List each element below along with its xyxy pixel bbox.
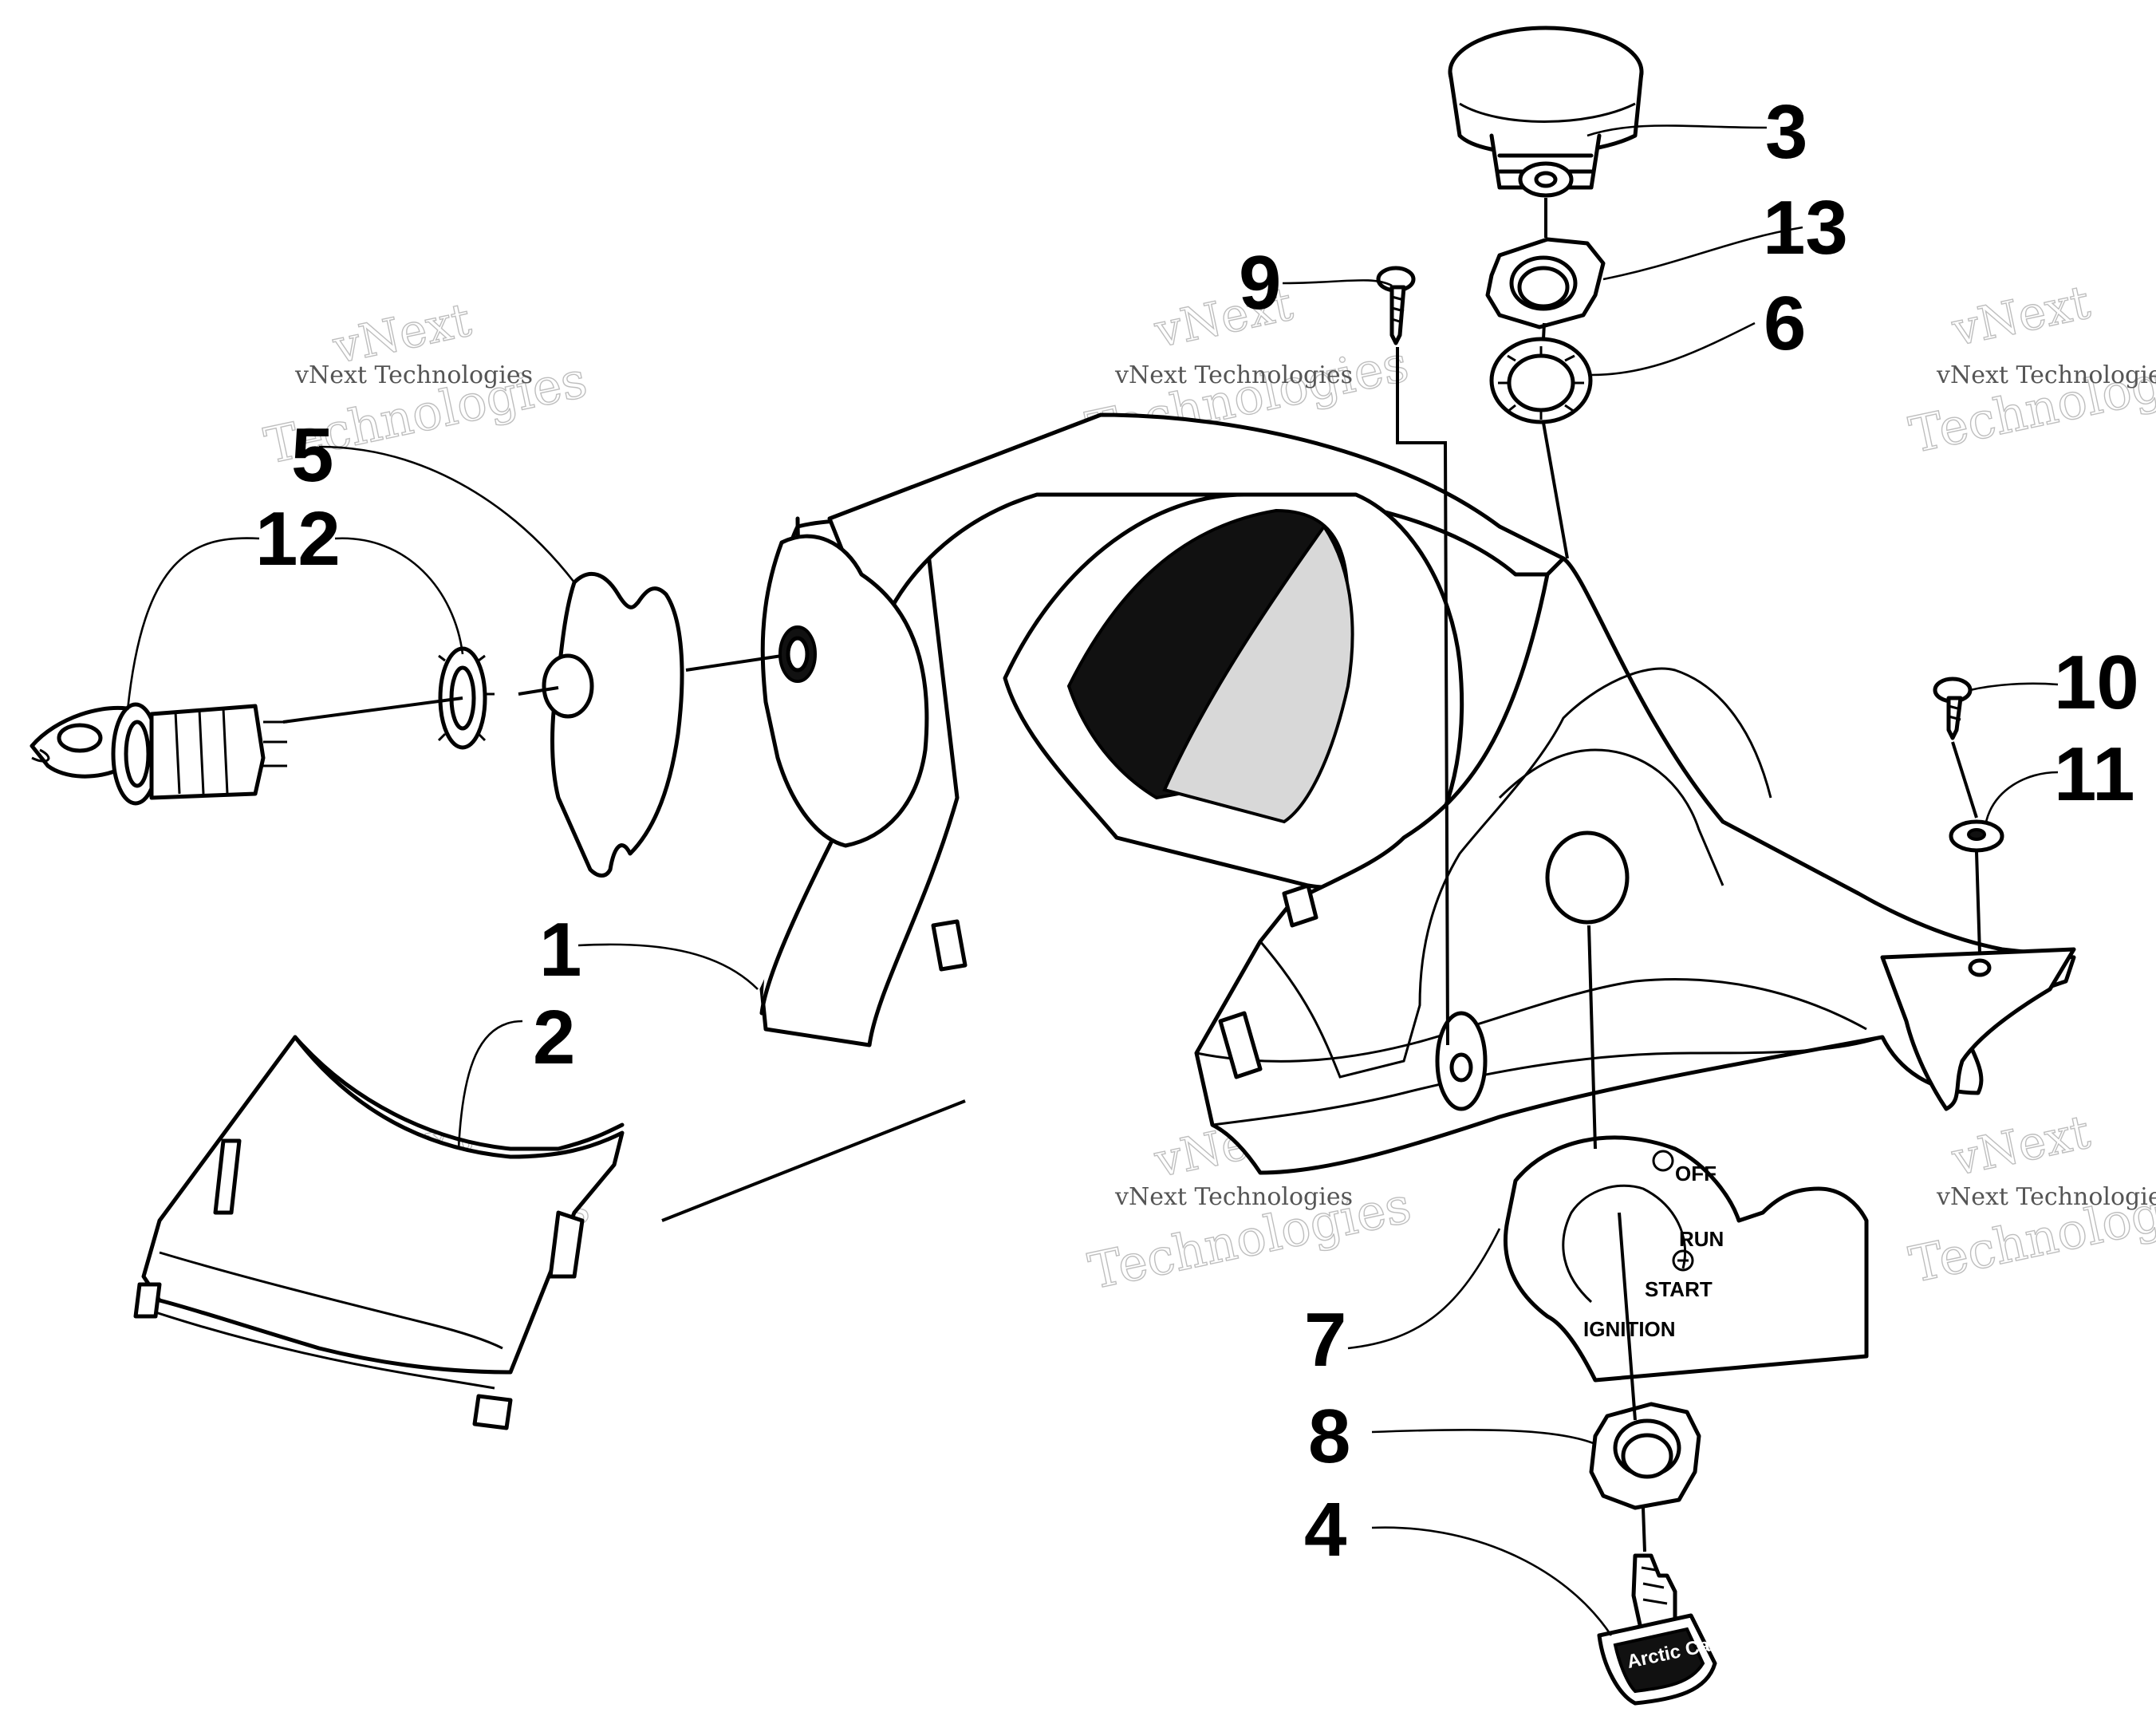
key-part-4: Arctic Cat — [1597, 1553, 1718, 1706]
callout-12: 12 — [255, 496, 341, 582]
callout-3: 3 — [1765, 89, 1807, 175]
lower-cover-part-2 — [133, 1035, 625, 1430]
screw-part-9 — [1376, 266, 1416, 345]
watermark-text-right-bottom: vNext Technologies — [1936, 1183, 2156, 1211]
callout-13: 13 — [1763, 185, 1848, 270]
ignition-switch-part-3 — [1448, 26, 1644, 198]
watermark-text-center-top: vNext Technologies — [1114, 361, 1353, 389]
accessory-plate-part-5 — [542, 571, 684, 878]
watermark-text-center-bottom: vNext Technologies — [1114, 1183, 1353, 1211]
nut-part-8 — [1589, 1402, 1701, 1510]
svg-text:Technologies: Technologies — [1905, 339, 2156, 464]
svg-text:vNext: vNext — [1947, 1104, 2095, 1186]
run-label: RUN — [1679, 1227, 1724, 1251]
callout-1: 1 — [539, 907, 581, 992]
watermark-right-top: vNext Technologies — [1904, 274, 2156, 465]
off-label: OFF — [1675, 1162, 1717, 1185]
start-label: START — [1645, 1277, 1713, 1301]
washer-part-11 — [1949, 819, 2004, 853]
leader-lines — [126, 124, 2059, 1636]
callout-8: 8 — [1308, 1394, 1350, 1479]
callout-2: 2 — [533, 995, 575, 1080]
callout-9: 9 — [1239, 240, 1281, 325]
callout-5: 5 — [291, 412, 333, 498]
callout-7: 7 — [1304, 1297, 1346, 1383]
watermark-text-left-top: vNext Technologies — [294, 361, 533, 389]
accessory-plug-part-12 — [30, 702, 287, 806]
ignition-plate-part-7: OFF RUN START IGNITION — [1503, 1135, 1869, 1383]
screw-part-10 — [1933, 677, 1973, 740]
callout-4: 4 — [1304, 1487, 1346, 1572]
lock-ring-part-12 — [437, 646, 495, 750]
lock-washer-part-6 — [1489, 337, 1593, 424]
assembly-axes — [282, 198, 1981, 1552]
svg-text:vNext: vNext — [1947, 274, 2095, 357]
hex-nut-part-13 — [1485, 237, 1606, 329]
callout-6: 6 — [1764, 281, 1806, 366]
callout-11: 11 — [2054, 732, 2134, 817]
callout-10: 10 — [2054, 640, 2139, 725]
dash-housing-part-1 — [759, 412, 2076, 1175]
watermark-text-right-top: vNext Technologies — [1936, 361, 2156, 389]
